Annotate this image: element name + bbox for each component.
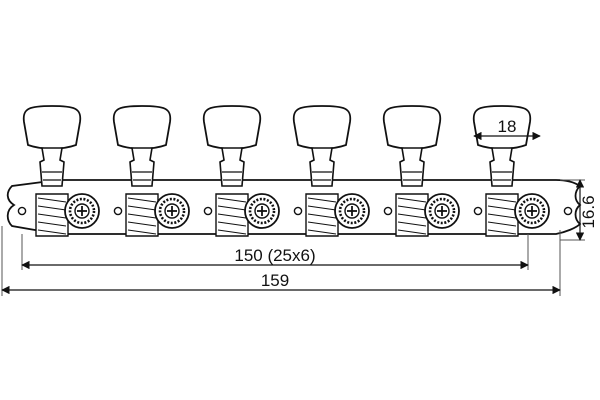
tuner-shaft — [129, 147, 155, 187]
tuner-shaft — [309, 147, 335, 187]
tuner-2 — [112, 105, 213, 237]
worm-thread — [217, 205, 247, 211]
plate-height-dimension: 16.6 — [560, 179, 598, 241]
tuner-5 — [382, 105, 483, 237]
worm-thread — [37, 213, 67, 219]
tuner-knob — [292, 105, 352, 150]
worm-thread — [127, 213, 157, 219]
worm-thread — [307, 221, 337, 227]
plate-height-label: 16.6 — [579, 195, 598, 228]
worm-thread — [37, 221, 67, 227]
worm-thread — [127, 221, 157, 227]
tuner-shaft — [219, 147, 245, 187]
worm-thread — [217, 197, 247, 203]
overall-length-label: 159 — [261, 271, 289, 290]
mounting-hole — [113, 206, 123, 216]
tuner-knob — [22, 105, 82, 150]
knob-width-label: 18 — [498, 117, 517, 136]
worm-thread — [217, 229, 247, 235]
worm-thread — [127, 205, 157, 211]
worm-thread — [37, 205, 67, 211]
worm-thread — [37, 229, 67, 235]
mounting-hole — [293, 206, 303, 216]
worm-thread — [397, 205, 427, 211]
worm-thread — [487, 221, 517, 227]
worm-thread — [397, 213, 427, 219]
tuner-knob — [382, 105, 442, 150]
worm-thread — [307, 229, 337, 235]
tuner-shaft — [39, 147, 65, 187]
worm-thread — [487, 197, 517, 203]
worm-thread — [487, 205, 517, 211]
mounting-hole — [203, 206, 213, 216]
mounting-hole — [473, 206, 483, 216]
worm-thread — [487, 229, 517, 235]
worm-thread — [307, 197, 337, 203]
overall-length-dimension: 159 — [1, 226, 561, 296]
worm-thread — [127, 229, 157, 235]
tuner-1 — [22, 105, 123, 237]
worm-thread — [217, 221, 247, 227]
worm-thread — [397, 221, 427, 227]
mounting-hole — [563, 206, 573, 216]
worm-thread — [397, 197, 427, 203]
knob-width-dimension: 18 — [473, 117, 541, 141]
worm-thread — [307, 205, 337, 211]
worm-thread — [217, 213, 247, 219]
tuner-knob — [202, 105, 262, 150]
worm-thread — [37, 197, 67, 203]
worm-thread — [397, 229, 427, 235]
tuner-3 — [202, 105, 303, 237]
tuner-shaft — [489, 147, 515, 187]
mounting-hole — [383, 206, 393, 216]
tuner-4 — [292, 105, 393, 237]
tuner-shaft — [399, 147, 425, 187]
post-spacing-dimension: 150 (25x6) — [21, 234, 529, 270]
worm-thread — [487, 213, 517, 219]
post-spacing-label: 150 (25x6) — [234, 246, 315, 265]
mounting-hole — [17, 206, 27, 216]
worm-thread — [127, 197, 157, 203]
worm-thread — [307, 213, 337, 219]
tuner-group — [17, 105, 573, 237]
tuner-knob — [112, 105, 172, 150]
